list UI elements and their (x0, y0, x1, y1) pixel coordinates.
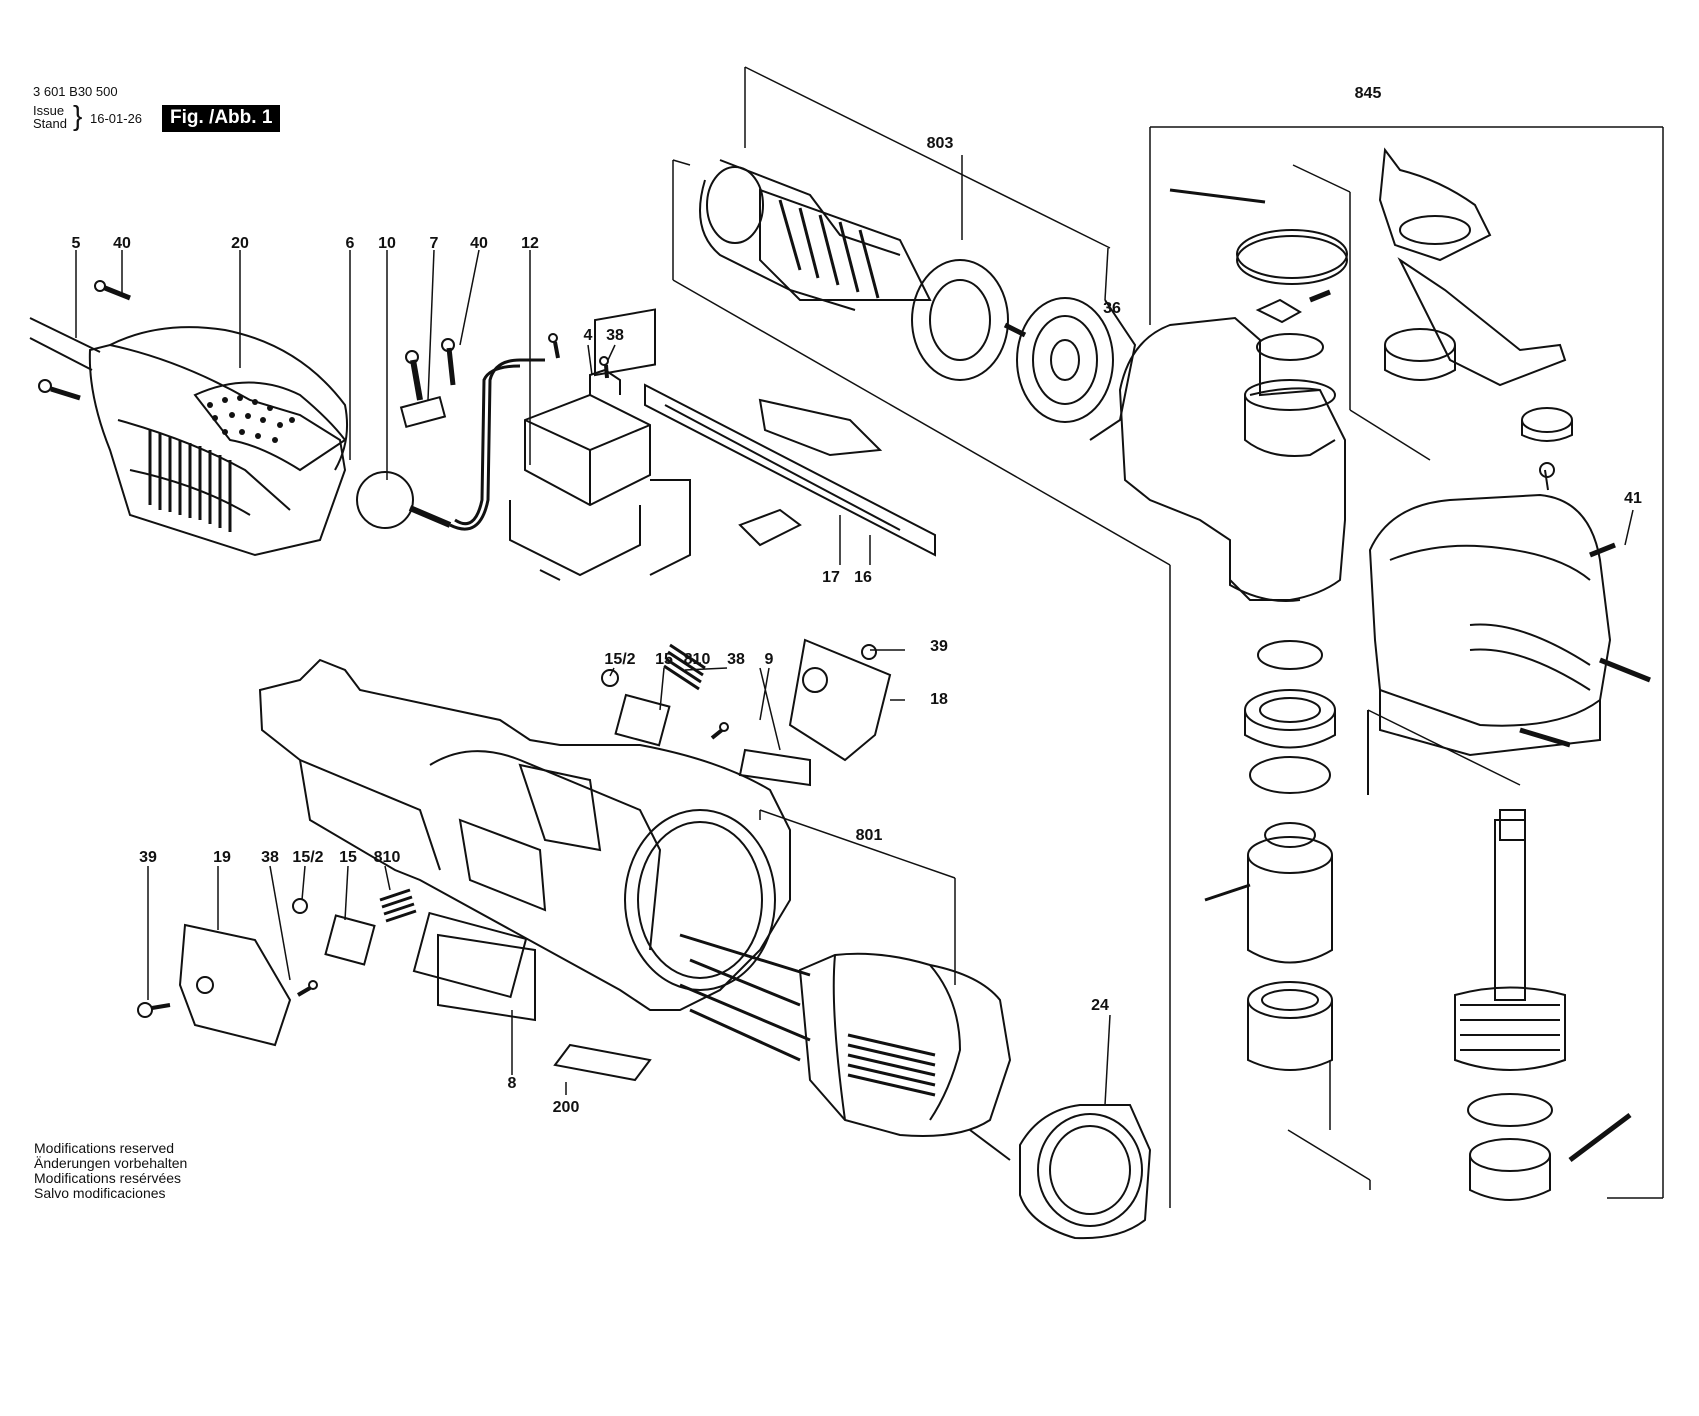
callout-41: 41 (1624, 490, 1642, 507)
brush-cover-upper (788, 638, 892, 762)
armature-bracket (672, 66, 1171, 1208)
callout-39-right: 39 (930, 638, 948, 655)
brush-holder-lower (137, 888, 536, 1047)
callout-9: 9 (765, 651, 774, 668)
slider-switch (644, 383, 936, 557)
callout-803: 803 (927, 135, 954, 152)
callout-16: 16 (854, 569, 872, 586)
callout-801: 801 (856, 827, 883, 844)
issue-date: 16-01-26 (90, 111, 143, 126)
end-ring (1019, 1104, 1152, 1240)
brush-holder-upper (601, 643, 811, 787)
callout-7: 7 (430, 235, 439, 252)
note-es: Salvo modificaciones (34, 1185, 166, 1201)
field-coil (679, 933, 1012, 1161)
callout-38-low: 38 (261, 849, 279, 866)
callout-15-lower: 15 (339, 849, 357, 866)
callout-15-2-lower: 15/2 (292, 849, 323, 866)
gear-head-bracket (1149, 126, 1664, 1199)
figure-label: Fig. /Abb. 1 (162, 105, 281, 132)
callout-labels: 5 40 20 6 10 7 40 12 4 38 803 36 845 41 … (72, 85, 1642, 1116)
screw-set (399, 338, 456, 429)
spindle-assembly (1367, 709, 1632, 1201)
armature-assembly (699, 159, 1137, 441)
rear-cover-assembly (29, 280, 348, 557)
modifications-notice: Modifications reserved Änderungen vorbeh… (34, 1141, 187, 1201)
motor-housing (258, 658, 791, 1082)
callout-24: 24 (1091, 997, 1109, 1014)
field-coil-bracket (759, 809, 956, 985)
callout-12: 12 (521, 235, 539, 252)
callout-10: 10 (378, 235, 396, 252)
callout-845: 845 (1355, 85, 1382, 102)
callout-38-top: 38 (606, 327, 624, 344)
brace-glyph: } (73, 100, 83, 131)
callout-5: 5 (72, 235, 81, 252)
callout-36: 36 (1103, 300, 1121, 317)
leader-lines (75, 249, 1634, 1106)
note-fr: Modifications resérvées (34, 1170, 182, 1186)
callout-18: 18 (930, 691, 948, 708)
callout-39-left: 39 (139, 849, 157, 866)
switch-unit (509, 308, 691, 581)
callout-20: 20 (231, 235, 249, 252)
callout-15-2-upper: 15/2 (604, 651, 635, 668)
note-de: Änderungen vorbehalten (34, 1155, 188, 1171)
callout-8: 8 (508, 1075, 517, 1092)
callout-200: 200 (553, 1099, 580, 1116)
callout-40-right: 40 (470, 235, 488, 252)
callout-810-lower: 810 (374, 849, 401, 866)
callout-17: 17 (822, 569, 840, 586)
gear-head-assembly (1118, 188, 1348, 1071)
callout-19: 19 (213, 849, 231, 866)
callout-38-mid: 38 (727, 651, 745, 668)
stand-label: Stand (33, 116, 67, 131)
callout-4: 4 (584, 327, 593, 344)
document-number: 3 601 B30 500 (33, 84, 118, 99)
callout-810-upper: 810 (684, 651, 711, 668)
issue-label: Issue (33, 103, 65, 118)
bearing-and-cable (356, 358, 545, 531)
callout-40-left: 40 (113, 235, 131, 252)
callout-15-upper: 15 (655, 651, 673, 668)
callout-6: 6 (346, 235, 355, 252)
tool-holder-cap (1378, 147, 1573, 491)
front-cover (1368, 493, 1651, 757)
note-en: Modifications reserved (34, 1140, 175, 1156)
